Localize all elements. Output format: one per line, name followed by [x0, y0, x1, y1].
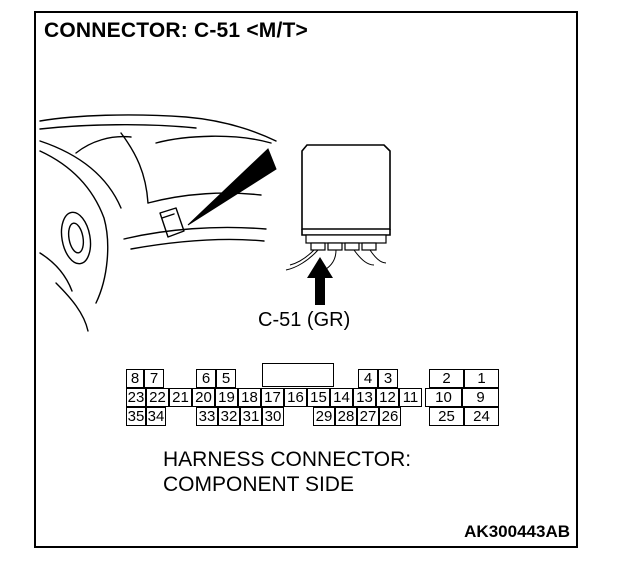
pin-24: 24: [464, 407, 499, 426]
connector-arrow: [307, 257, 333, 305]
pin-31: 31: [240, 407, 262, 426]
pin-19: 19: [215, 388, 238, 407]
connector-label: C-51 (GR): [258, 309, 351, 331]
pin-10: 10: [425, 388, 462, 407]
pin-8: 8: [126, 369, 144, 388]
pin-5: 5: [216, 369, 236, 388]
pin-28: 28: [335, 407, 357, 426]
pin-30: 30: [262, 407, 284, 426]
pin-15: 15: [307, 388, 330, 407]
harness-wires: [285, 249, 387, 271]
diagram-frame: CONNECTOR: C-51 <M/T>: [34, 11, 578, 548]
pin-16: 16: [284, 388, 307, 407]
pin-7: 7: [144, 369, 164, 388]
connector-keyway: [262, 363, 334, 387]
diagram-title: CONNECTOR: C-51 <M/T>: [44, 19, 309, 42]
dashboard-illustration: [39, 114, 391, 332]
pin-26: 26: [379, 407, 401, 426]
pin-25: 25: [429, 407, 464, 426]
figure-id: AK300443AB: [464, 522, 570, 541]
caption-line-1: HARNESS CONNECTOR:: [163, 448, 412, 471]
dashboard-outline: [39, 114, 277, 142]
pin-1: 1: [464, 369, 499, 388]
ecu-module: [301, 144, 391, 236]
pin-3: 3: [378, 369, 398, 388]
pin-9: 9: [462, 388, 499, 407]
pin-4: 4: [358, 369, 378, 388]
pin-22: 22: [146, 388, 169, 407]
pin-32: 32: [218, 407, 240, 426]
pin-34: 34: [146, 407, 166, 426]
pin-14: 14: [330, 388, 353, 407]
pinout-caption: HARNESS CONNECTOR: COMPONENT SIDE: [163, 447, 411, 497]
pin-21: 21: [169, 388, 192, 407]
connector-pinout: 8 7 6 5 4 3 2 1 23 22 21 20 19 18 17 16 …: [121, 363, 501, 435]
component-location-box: [159, 207, 185, 238]
pin-2: 2: [429, 369, 464, 388]
pin-27: 27: [357, 407, 379, 426]
pin-20: 20: [192, 388, 215, 407]
pin-11: 11: [399, 388, 422, 407]
pin-12: 12: [376, 388, 399, 407]
module-connector: [305, 234, 387, 251]
location-pointer: [187, 148, 277, 226]
pin-13: 13: [353, 388, 376, 407]
pin-35: 35: [126, 407, 146, 426]
pin-18: 18: [238, 388, 261, 407]
pin-17: 17: [261, 388, 284, 407]
pin-29: 29: [313, 407, 335, 426]
pin-33: 33: [196, 407, 218, 426]
caption-line-2: COMPONENT SIDE: [163, 473, 354, 496]
pin-6: 6: [196, 369, 216, 388]
pin-23: 23: [126, 388, 146, 407]
